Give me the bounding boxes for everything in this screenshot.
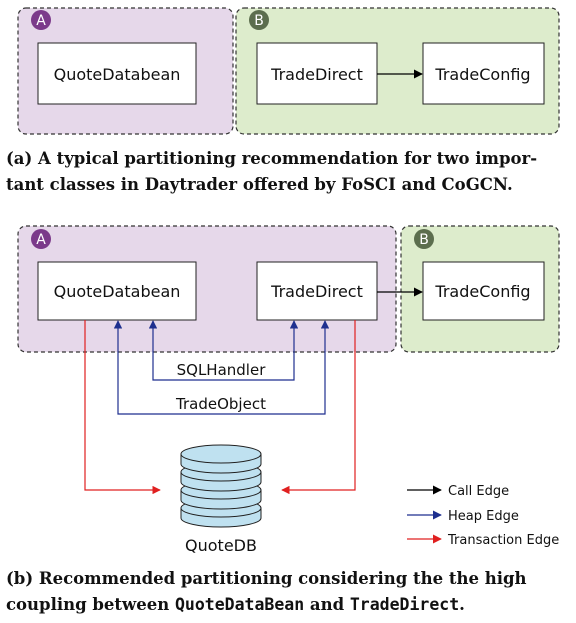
legend-heap-edge-label: Heap Edge: [448, 509, 519, 524]
heap-edge-sqlhandler-to-tradedirect: [221, 320, 299, 381]
class-box-tradedirect: [256, 261, 378, 321]
class-box-tradeconfig: [422, 261, 545, 321]
class-label-quotedatabean: QuoteDatabean: [54, 282, 181, 301]
caption-a-line1: (a) A typical partitioning recommendatio…: [6, 149, 538, 168]
partition-a-badge: [31, 229, 51, 249]
caption-b-end: .: [459, 595, 465, 614]
partition-b-badge: [414, 229, 434, 249]
partition-a-badge: [31, 10, 51, 30]
shared-label-tradeobject: TradeObject: [175, 395, 266, 413]
caption-b-and: and: [304, 595, 350, 614]
database-icon: [180, 444, 262, 528]
partition-b-badge: [249, 10, 269, 30]
caption-b-text: coupling between: [6, 595, 175, 614]
class-label-quotedatabean: QuoteDatabean: [54, 65, 181, 84]
caption-a-line2: tant classes in Daytrader offered by FoS…: [6, 175, 513, 194]
partition-b-badge-label: B: [254, 13, 264, 29]
class-box-quotedatabean: [37, 42, 197, 105]
shared-label-sqlhandler: SQLHandler: [177, 361, 267, 379]
transaction-edge-tradedirect-to-db: [281, 320, 356, 495]
caption-b: (b) Recommended partitioning considering…: [6, 566, 570, 618]
caption-b-line2: coupling between QuoteDataBean and Trade…: [6, 592, 570, 618]
caption-b-code-tradedirect: TradeDirect: [349, 595, 460, 614]
figure-b: A B QuoteDatabean TradeDirect TradeConfi…: [17, 225, 560, 555]
class-box-tradedirect: [256, 42, 378, 105]
class-label-tradedirect: TradeDirect: [270, 65, 363, 84]
class-box-quotedatabean: [37, 261, 197, 321]
heap-edge-tradeobject-to-quotedatabean: [113, 320, 221, 415]
legend-transaction-edge-label: Transaction Edge: [447, 533, 559, 548]
legend-call-edge-label: Call Edge: [448, 484, 509, 499]
class-label-tradeconfig: TradeConfig: [434, 65, 530, 84]
partition-b-badge-label: B: [419, 232, 429, 248]
legend: Call Edge Heap Edge Transaction Edge: [407, 484, 559, 548]
partition-a-badge-label: A: [36, 13, 46, 29]
class-label-tradedirect: TradeDirect: [270, 282, 363, 301]
database-label: QuoteDB: [185, 536, 257, 555]
caption-b-line1: (b) Recommended partitioning considering…: [6, 569, 527, 588]
class-box-tradeconfig: [422, 42, 545, 105]
class-label-tradeconfig: TradeConfig: [434, 282, 530, 301]
caption-b-code-quotedatabean: QuoteDataBean: [175, 595, 305, 614]
transaction-edge-quotedatabean-to-db: [84, 320, 161, 495]
figure-a: A B QuoteDatabean TradeDirect TradeConfi…: [17, 7, 560, 135]
caption-a: (a) A typical partitioning recommendatio…: [6, 146, 570, 198]
partition-a-badge-label: A: [36, 232, 46, 248]
heap-edge-sqlhandler-to-quotedatabean: [148, 320, 221, 381]
heap-edge-tradeobject-to-tradedirect: [221, 320, 330, 415]
